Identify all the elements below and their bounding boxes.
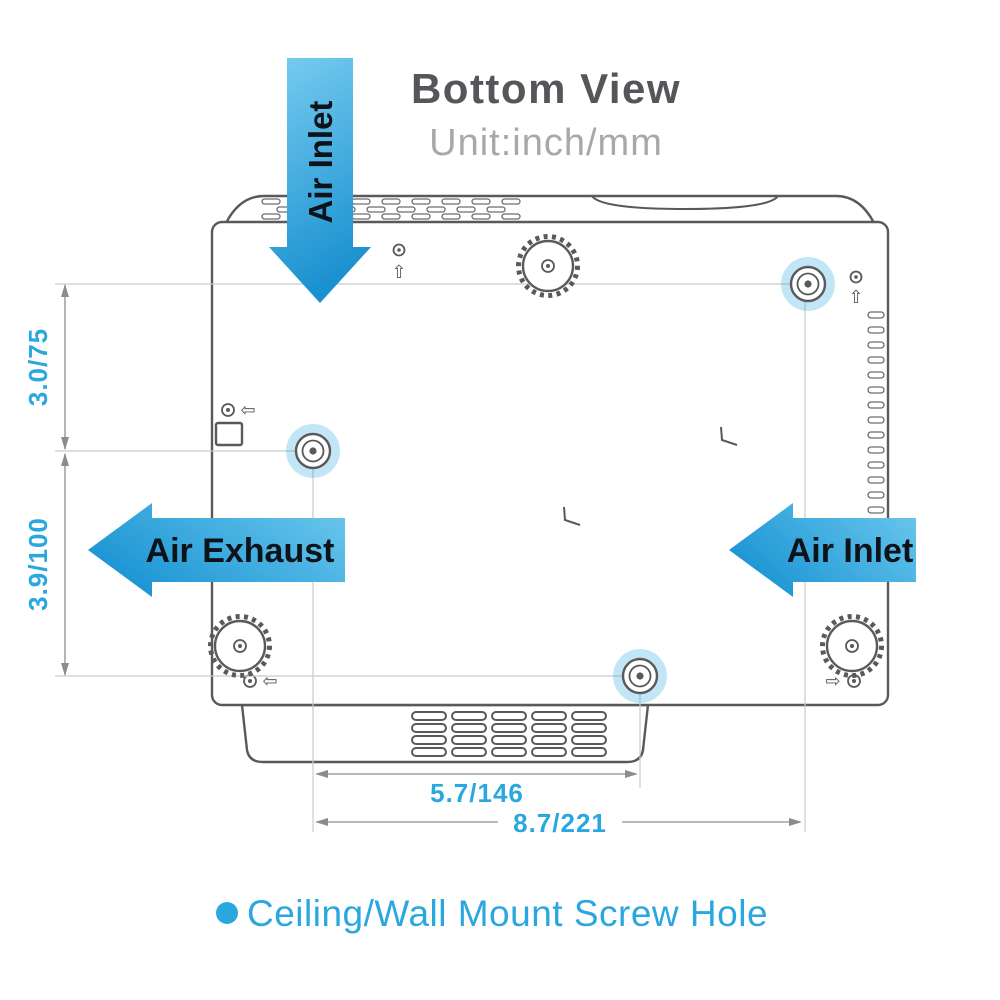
legend: Ceiling/Wall Mount Screw Hole — [216, 893, 768, 934]
dimension-label-left-upper: 3.0/75 — [23, 328, 53, 406]
air-inlet-right-label: Air Inlet — [787, 532, 914, 570]
label-backing — [498, 805, 622, 840]
left-arrow-icon: ⇦ — [262, 671, 277, 692]
air-inlet-top-label: Air Inlet — [302, 101, 339, 224]
air-inlet-right-arrow — [729, 503, 916, 597]
air-inlet-top-arrow — [269, 58, 371, 303]
mold-mark-right — [720, 426, 738, 446]
extension-lines — [55, 283, 806, 832]
mount-screw-hole-mid-left — [286, 424, 340, 478]
screw-direction-icon-bottom-right: ⇨ — [825, 671, 861, 692]
dimension-label-left-lower: 3.9/100 — [23, 517, 53, 611]
adjustable-foot-bottom-right — [820, 614, 884, 678]
screw-direction-icon-top: ⇧ — [391, 243, 407, 283]
screw-direction-icon-mid-left: ⇦ — [214, 400, 256, 447]
dimension-bottom-inner: 5.7/146 — [315, 770, 638, 808]
top-cap — [224, 194, 876, 225]
mold-mark-center — [563, 506, 581, 526]
dimension-label-bottom-outer: 8.7/221 — [513, 808, 607, 838]
main-body — [210, 220, 890, 707]
mount-screw-hole-bottom-center — [613, 649, 667, 703]
screw-hole-legend-dot — [216, 902, 238, 924]
adjustable-foot-bottom-left — [208, 614, 272, 678]
kensington-slot — [214, 421, 244, 447]
dimension-left-upper: 3.0/75 — [23, 284, 69, 450]
up-arrow-icon: ⇧ — [391, 262, 406, 283]
screw-direction-icon-top-right: ⇧ — [848, 270, 864, 308]
page-subtitle: Unit:inch/mm — [429, 122, 663, 164]
up-arrow-icon: ⇧ — [848, 287, 863, 308]
dimension-left-lower: 3.9/100 — [23, 453, 69, 676]
left-arrow-icon: ⇦ — [240, 400, 255, 421]
adjustable-foot-top-center — [516, 234, 580, 298]
dimension-bottom-outer: 8.7/221 — [315, 805, 802, 840]
legend-label: Ceiling/Wall Mount Screw Hole — [247, 893, 768, 934]
mount-screw-hole-top-right — [781, 257, 835, 311]
page-title: Bottom View — [411, 65, 681, 112]
air-exhaust-label: Air Exhaust — [146, 532, 335, 570]
air-exhaust-arrow — [88, 503, 345, 597]
dimension-label-bottom-inner: 5.7/146 — [430, 778, 524, 808]
projector-outline: ⇧ ⇧ ⇦ ⇦ ⇨ — [210, 194, 890, 764]
right-arrow-icon: ⇨ — [825, 671, 840, 692]
top-cap-recess — [591, 195, 779, 211]
